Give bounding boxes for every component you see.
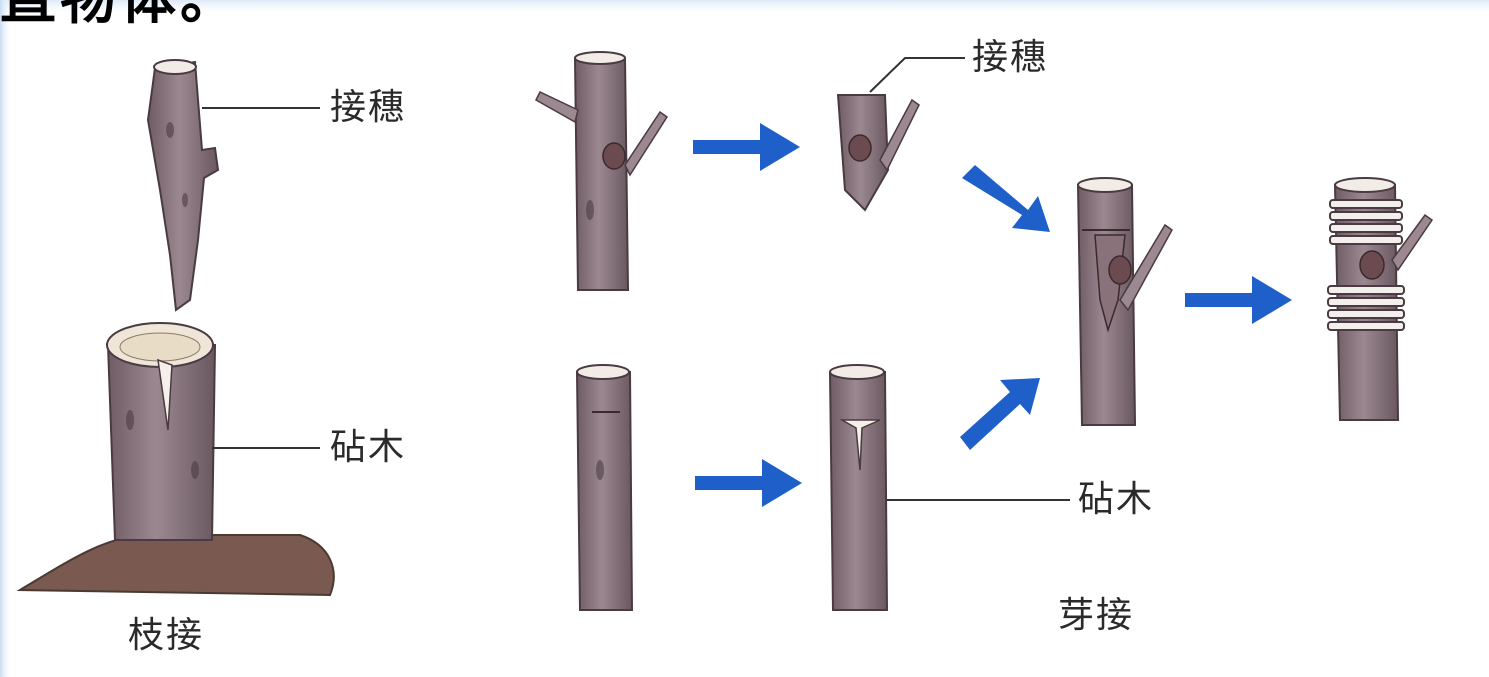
bud-shield-scion	[838, 95, 919, 210]
branch-graft-rootstock	[20, 323, 334, 595]
label-bud-scion: 接穗	[972, 40, 1048, 76]
label-branch-grafting: 枝接	[128, 618, 204, 654]
arrow-4-up	[960, 378, 1040, 450]
bud-scion-leader-line	[870, 58, 965, 92]
label-bud-grafting: 芽接	[1058, 598, 1134, 634]
bud-inserted-stock	[1078, 178, 1172, 425]
arrow-1	[693, 123, 800, 171]
bud-source-branch	[536, 52, 667, 290]
soil-mound	[20, 535, 334, 595]
arrow-2-down	[962, 165, 1050, 232]
left-band	[0, 0, 12, 677]
arrow-3	[695, 459, 802, 507]
bud-bound-stock	[1328, 178, 1432, 420]
label-bud-rootstock: 砧木	[1078, 482, 1154, 518]
bud-rootstock-plain	[577, 365, 632, 610]
branch-graft-scion	[148, 60, 218, 310]
arrow-5	[1185, 276, 1292, 324]
label-rootstock: 砧木	[330, 430, 406, 466]
bud-rootstock-tcut	[830, 365, 887, 610]
slide-title-fragment: 直物体。	[0, 0, 240, 28]
label-scion: 接穗	[330, 90, 406, 126]
